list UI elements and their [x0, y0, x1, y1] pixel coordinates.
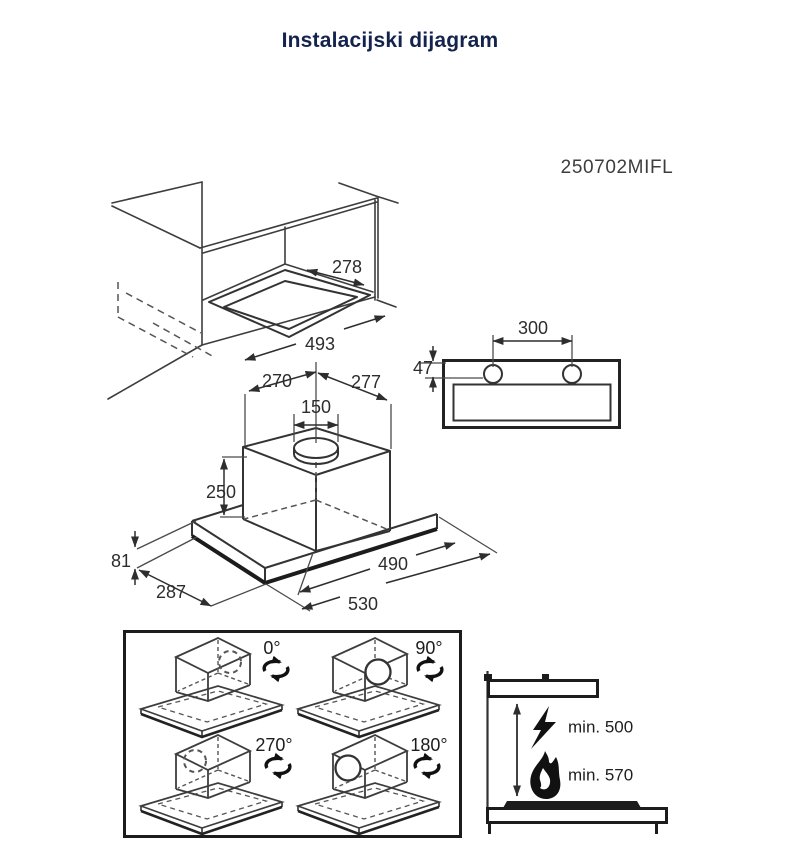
clearance-electric: min. 500 [568, 717, 634, 737]
rotation-angle-180: 180° [410, 735, 448, 755]
dim-panel-depth: 287 [155, 582, 187, 602]
flame-icon [530, 751, 561, 799]
rotation-angle-270: 270° [255, 735, 293, 755]
hood-side-view [487, 679, 599, 698]
outlet-hidden-0deg [218, 650, 242, 674]
hood-isometric-drawing [131, 362, 498, 612]
lightning-bolt-icon [531, 706, 556, 749]
cabinet-cutout-drawing [107, 181, 399, 400]
outlet-90deg [364, 658, 392, 686]
rotation-angle-90: 90° [415, 638, 443, 658]
rotation-angle-0: 0° [263, 638, 281, 658]
dim-bracket-offset: 47 [412, 358, 434, 378]
hood-dimension-lines [131, 371, 491, 610]
dim-cutout-depth: 278 [331, 257, 363, 277]
clearance-gas: min. 570 [568, 765, 634, 785]
outlet-180deg [334, 754, 362, 782]
dim-cutout-width: 493 [304, 334, 336, 354]
dim-duct-diameter: 150 [300, 397, 332, 417]
dim-center-to-right: 277 [350, 372, 382, 392]
hood-front-view-drawing [419, 335, 621, 429]
dim-panel-width: 530 [347, 594, 379, 614]
outlet-hidden-270deg [183, 749, 207, 773]
dim-panel-height: 81 [110, 551, 132, 571]
page-title: Instalacijski dijagram [281, 29, 499, 52]
mounting-hole-left [483, 364, 503, 384]
counter-side-view [486, 807, 668, 824]
cabinet-dimension-lines [244, 268, 386, 361]
dim-body-width: 490 [377, 554, 409, 574]
dim-center-to-left: 270 [261, 371, 293, 391]
duct-rotation-panel [123, 630, 462, 838]
dim-bracket-spacing: 300 [517, 318, 549, 338]
frontview-dimension-lines [429, 337, 573, 392]
mounting-hole-right [562, 364, 582, 384]
model-number: 250702MIFL [560, 157, 674, 178]
cooktop-surface [503, 801, 641, 808]
dim-body-height: 250 [205, 482, 237, 502]
hidden-hood-outline-dashed [117, 282, 215, 358]
clearance-drawing [484, 671, 668, 834]
